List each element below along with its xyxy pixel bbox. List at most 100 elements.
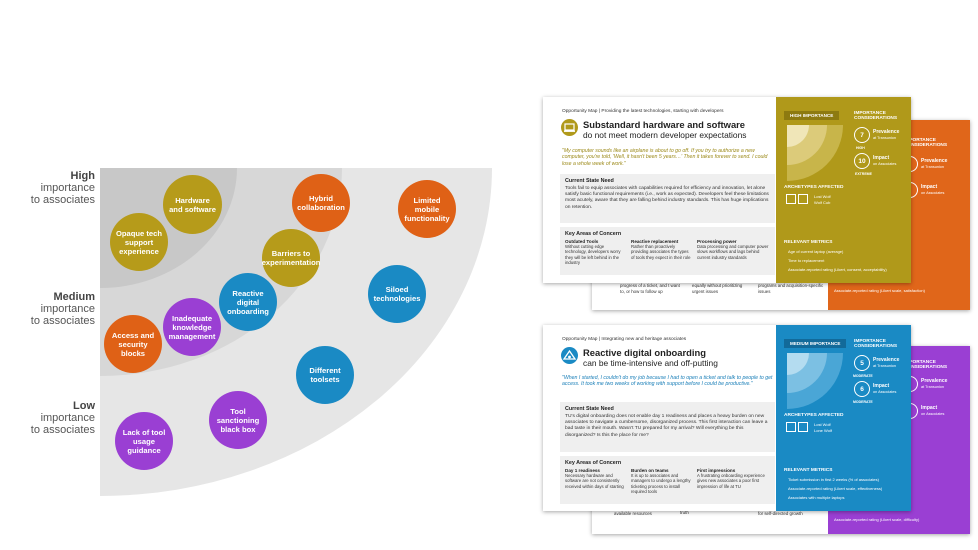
card1-side-panel: HIGH IMPORTANCE IMPORTANCE CONSIDERATION… bbox=[776, 97, 911, 283]
card1-current-state-title: Current State Need bbox=[565, 178, 614, 184]
bubble-tool-sanctioning[interactable]: Tool sanctioning black box bbox=[209, 391, 267, 449]
card1-subtitle: do not meet modern developer expectation… bbox=[583, 130, 747, 140]
bubble-siloed-technologies[interactable]: Siloed technologies bbox=[368, 265, 426, 323]
bubble-barriers-experimentation[interactable]: Barriers to experimentation bbox=[262, 229, 320, 287]
card2-prevalence-label: Prevalence bbox=[873, 357, 900, 363]
card1-concern-1-title: Outdated Tools bbox=[565, 239, 599, 244]
card1-considerations: IMPORTANCE CONSIDERATIONS bbox=[854, 111, 898, 121]
level-medium-label: Medium importance to associates bbox=[0, 291, 95, 327]
card2-archetype-1: Lost Wolf bbox=[814, 422, 831, 427]
card2-concern-1-text: Necessary hardware and software are not … bbox=[565, 473, 624, 489]
card2-current-state-text: TU's digital onboarding does not enable … bbox=[565, 414, 768, 438]
card1-concern-1-text: Without cutting edge technology, develop… bbox=[565, 244, 621, 265]
card1-title: Substandard hardware and software bbox=[583, 119, 746, 130]
card2-back-impact-sub: on Associates bbox=[921, 412, 945, 416]
card2-concern-1: Day 1 readiness Necessary hardware and s… bbox=[565, 468, 627, 489]
card2-concern-1-title: Day 1 readiness bbox=[565, 468, 600, 473]
hardware-icon bbox=[561, 119, 578, 136]
card1-current-state-text: Tools fail to equip associates with capa… bbox=[565, 186, 769, 210]
card1-metric-1: Age of current laptop (average) bbox=[788, 249, 844, 254]
card1-back-snippet-1: progress of a ticket, and t want to, or … bbox=[620, 283, 680, 294]
card2-current-state: Current State Need TU's digital onboardi… bbox=[560, 402, 775, 452]
card2-importance-badge: MEDIUM IMPORTANCE bbox=[784, 339, 847, 348]
level-low-subtitle: importance to associates bbox=[30, 412, 95, 436]
card1-back-impact-label: Impact bbox=[921, 184, 938, 190]
card1-back-snippet-3: programs and acquisition-specific issues bbox=[758, 283, 824, 294]
card1-impact-tag: EXTREME bbox=[855, 171, 872, 176]
card2-concern-2: Burden on teams It is up to associates a… bbox=[631, 468, 693, 494]
card2-concern-3-text: A frustrating onboarding experience give… bbox=[697, 473, 765, 489]
card2-impact-value: 6 bbox=[854, 381, 870, 397]
card1-metrics-title: RELEVANT METRICS bbox=[784, 240, 833, 245]
level-high-title: High bbox=[70, 170, 95, 182]
level-high-subtitle: importance to associates bbox=[30, 182, 95, 206]
onboarding-icon bbox=[561, 347, 578, 364]
card1-current-state: Current State Need Tools fail to equip a… bbox=[560, 174, 775, 223]
level-low-label: Low importance to associates bbox=[0, 400, 95, 436]
level-high-label: High importance to associates bbox=[0, 170, 95, 206]
card2-concern-3-title: First impressions bbox=[697, 468, 736, 473]
bubble-limited-mobile[interactable]: Limited mobile functionality bbox=[398, 180, 456, 238]
card1-back-prevalence-sub: at Transunion bbox=[921, 165, 945, 169]
card1-concern-3: Processing power Data processing and com… bbox=[697, 239, 771, 260]
card2-impact-tag: MODERATE bbox=[853, 399, 873, 404]
card2-quote: "When I started, I couldn't do my job be… bbox=[562, 375, 773, 388]
card2-back-snippet-1: available resources bbox=[614, 511, 652, 516]
card1-key-areas-title: Key Areas of Concern bbox=[565, 231, 622, 237]
card1-concern-2-title: Reactive replacement bbox=[631, 239, 679, 244]
card2-archetypes-title: ARCHETYPES AFFECTED bbox=[784, 413, 844, 418]
card1-importance-badge: HIGH IMPORTANCE bbox=[784, 111, 840, 120]
card1-concern-2-text: Rather than proactively providing associ… bbox=[631, 244, 691, 260]
card1-impact-value: 10 bbox=[854, 153, 870, 169]
card1-archetype-2: Wolf Cub bbox=[814, 200, 831, 205]
archetype-person-icon bbox=[798, 194, 808, 204]
card1-concern-3-text: Data processing and computer power slows… bbox=[697, 244, 769, 260]
card1-prevalence-value: 7 bbox=[854, 127, 870, 143]
bubble-reactive-onboarding[interactable]: Reactive digital onboarding bbox=[219, 273, 277, 331]
card2-impact-sub: on Associates bbox=[873, 390, 897, 394]
card2-back-prevalence-sub: at Transunion bbox=[921, 385, 945, 389]
card2-back-considerations: IMPORTANCE CONSIDERATIONS bbox=[904, 360, 948, 370]
bubble-knowledge-management[interactable]: Inadequate knowledge management bbox=[163, 298, 221, 356]
archetype-person-icon bbox=[786, 194, 796, 204]
card1-archetypes-title: ARCHETYPES AFFECTED bbox=[784, 185, 844, 190]
card2-prevalence-tag: MODERATE bbox=[853, 373, 873, 378]
card2-prevalence-value: 5 bbox=[854, 355, 870, 371]
card2-subtitle: can be time-intensive and off-putting bbox=[583, 358, 718, 368]
card1-archetype-1: Lost Wolf bbox=[814, 194, 831, 199]
card2-side-panel: MEDIUM IMPORTANCE IMPORTANCE CONSIDERATI… bbox=[776, 325, 911, 511]
bubble-hybrid-collaboration[interactable]: Hybrid collaboration bbox=[292, 174, 350, 232]
card2-considerations: IMPORTANCE CONSIDERATIONS bbox=[854, 339, 898, 349]
bubble-access-security[interactable]: Access and security blocks bbox=[104, 315, 162, 373]
card1-back-prevalence-label: Prevalence bbox=[921, 158, 948, 164]
card2-importance-quadrant bbox=[787, 353, 843, 409]
card2-concern-2-title: Burden on teams bbox=[631, 468, 669, 473]
archetype-person-icon bbox=[798, 422, 808, 432]
bubble-hardware-software[interactable]: Hardware and software bbox=[163, 175, 222, 234]
card1-prevalence-label: Prevalence bbox=[873, 129, 900, 135]
bubble-different-toolsets[interactable]: Different toolsets bbox=[296, 346, 354, 404]
card2-back-prevalence-label: Prevalence bbox=[921, 378, 948, 384]
card1-prevalence-tag: HIGH bbox=[856, 145, 865, 150]
card2-key-areas: Key Areas of Concern bbox=[560, 456, 775, 504]
card2-concern-2-text: It is up to associates and managers to u… bbox=[631, 473, 691, 494]
card2-back-metric: Associate-reported rating (Likert scale,… bbox=[834, 517, 920, 522]
card1-concern-2: Reactive replacement Rather than proacti… bbox=[631, 239, 693, 260]
card1-key-areas: Key Areas of Concern bbox=[560, 227, 775, 275]
card2-archetype-2: Lone Wolf bbox=[814, 428, 832, 433]
bubble-opaque-tech-support[interactable]: Opaque tech support experience bbox=[110, 213, 168, 271]
card2-breadcrumb: Opportunity Map | Integrating new and he… bbox=[562, 337, 687, 342]
card2-metrics-title: RELEVANT METRICS bbox=[784, 468, 833, 473]
card1-back-considerations: IMPORTANCE CONSIDERATIONS bbox=[904, 138, 948, 148]
card1-back-snippet-2: equally without prioritizing urgent issu… bbox=[692, 283, 743, 294]
card1-quote: "My computer sounds like an airplane is … bbox=[562, 148, 768, 167]
card2-back-impact-label: Impact bbox=[921, 405, 938, 411]
card1-concern-1: Outdated Tools Without cutting edge tech… bbox=[565, 239, 627, 265]
card1-breadcrumb: Opportunity Map | Providing the latest t… bbox=[562, 109, 724, 114]
card1-front[interactable]: Opportunity Map | Providing the latest t… bbox=[543, 97, 911, 283]
card2-impact-label: Impact bbox=[873, 383, 890, 389]
card2-front[interactable]: Opportunity Map | Integrating new and he… bbox=[543, 325, 911, 511]
card2-metric-2: Associate-reported rating (Likert scale,… bbox=[788, 486, 883, 491]
bubble-tool-usage-guidance[interactable]: Lack of tool usage guidance bbox=[115, 412, 173, 470]
card2-key-areas-title: Key Areas of Concern bbox=[565, 460, 622, 466]
